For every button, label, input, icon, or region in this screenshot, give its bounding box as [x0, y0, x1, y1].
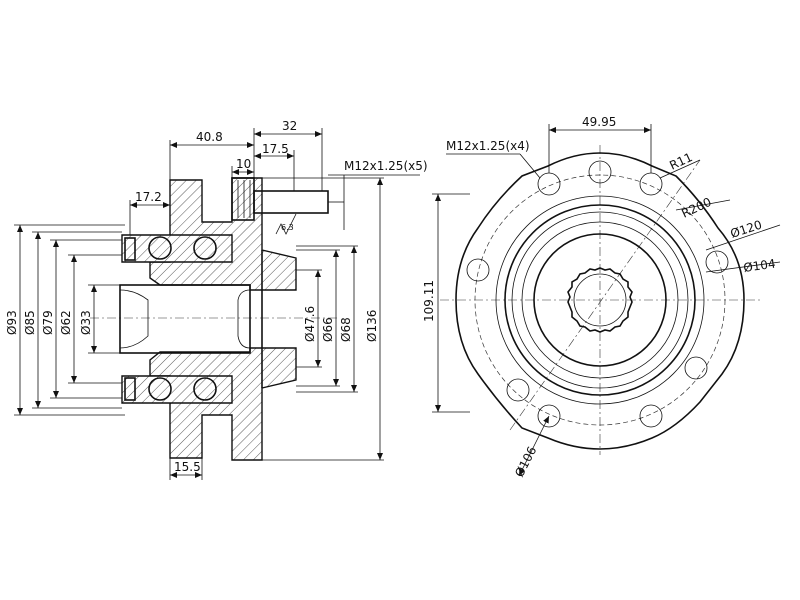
dim-d33: Ø33	[79, 310, 93, 335]
bolt-hole-2	[639, 172, 663, 196]
dim-17-2: 17.2	[135, 190, 162, 204]
spline-root-circle	[573, 273, 627, 327]
hub-upper-section	[149, 177, 297, 291]
thread-hole-1	[466, 258, 490, 282]
dim-40-8: 40.8	[196, 130, 223, 144]
bottom-width-dims: 15.5	[169, 458, 203, 480]
hub-lower-section	[149, 347, 297, 461]
dim-49-95: 49.95	[582, 115, 616, 129]
hub-bore	[119, 284, 251, 354]
hub-ring-5	[533, 233, 667, 367]
hub-ring-4	[521, 221, 679, 379]
dim-109-11: 109.11	[422, 280, 436, 322]
bolt-hole-4	[639, 404, 663, 428]
dim-d79: Ø79	[41, 310, 55, 335]
splined-bore	[567, 267, 633, 333]
dim-d62: Ø62	[59, 310, 73, 335]
dim-d93: Ø93	[5, 310, 19, 335]
wheel-stud-shank	[253, 190, 329, 214]
front-view: 49.95 M12x1.25(x4) R11 R200 Ø120 Ø104 10…	[422, 115, 781, 479]
thread-hole-4	[506, 378, 530, 402]
hub-ring-2	[504, 204, 696, 396]
dim-d68: Ø68	[339, 317, 353, 342]
dim-32: 32	[282, 119, 297, 133]
bolt-pitch-circle	[474, 174, 726, 426]
hub-ring-3	[511, 211, 689, 389]
dim-d136: Ø136	[365, 310, 379, 342]
dim-d106: Ø106	[512, 444, 539, 479]
thread-hole-3	[684, 356, 708, 380]
bolt-hole-1	[537, 172, 561, 196]
flange-outline	[455, 152, 745, 450]
dim-10: 10	[236, 157, 251, 171]
side-section-view: 6.3 Ø93 Ø85 Ø79 Ø62 Ø33	[5, 119, 428, 480]
thread-label: M12x1.25(x4)	[446, 139, 530, 153]
dim-d66: Ø66	[321, 317, 335, 342]
ball-upper-left	[148, 236, 172, 260]
dim-d104: Ø104	[742, 257, 776, 275]
ball-upper-right	[193, 236, 217, 260]
dim-15-5: 15.5	[174, 460, 201, 474]
thread-hole-2	[588, 160, 612, 184]
stud-thread-label: M12x1.25(x5)	[344, 159, 428, 173]
dim-d47-6: Ø47.6	[303, 306, 317, 342]
outer-ring-upper	[121, 234, 233, 263]
bore-curve-right	[237, 289, 251, 349]
seal-lower	[124, 377, 136, 401]
roughness-symbol	[275, 213, 297, 235]
dim-17-5: 17.5	[262, 142, 289, 156]
left-diameter-dims: Ø93 Ø85 Ø79 Ø62 Ø33	[5, 224, 125, 416]
seal-upper	[124, 237, 136, 261]
roughness-value: 6.3	[281, 223, 294, 232]
dim-d85: Ø85	[23, 310, 37, 335]
bolt-hole-3	[705, 250, 729, 274]
top-width-dims: 40.8 32 17.5 10 17.2 M12x1.25(x5)	[129, 119, 428, 235]
front-centerline-diag	[509, 159, 701, 431]
ball-lower-left	[148, 377, 172, 401]
outer-ring-lower	[121, 375, 233, 404]
dim-r11: R11	[667, 150, 694, 173]
dim-line-d106	[518, 415, 550, 477]
ball-lower-right	[193, 377, 217, 401]
dim-d120: Ø120	[729, 218, 764, 241]
bore-curve	[119, 289, 149, 349]
right-diameter-dims: Ø47.6 Ø66 Ø68 Ø136	[262, 177, 384, 461]
hub-ring-1	[495, 195, 705, 405]
